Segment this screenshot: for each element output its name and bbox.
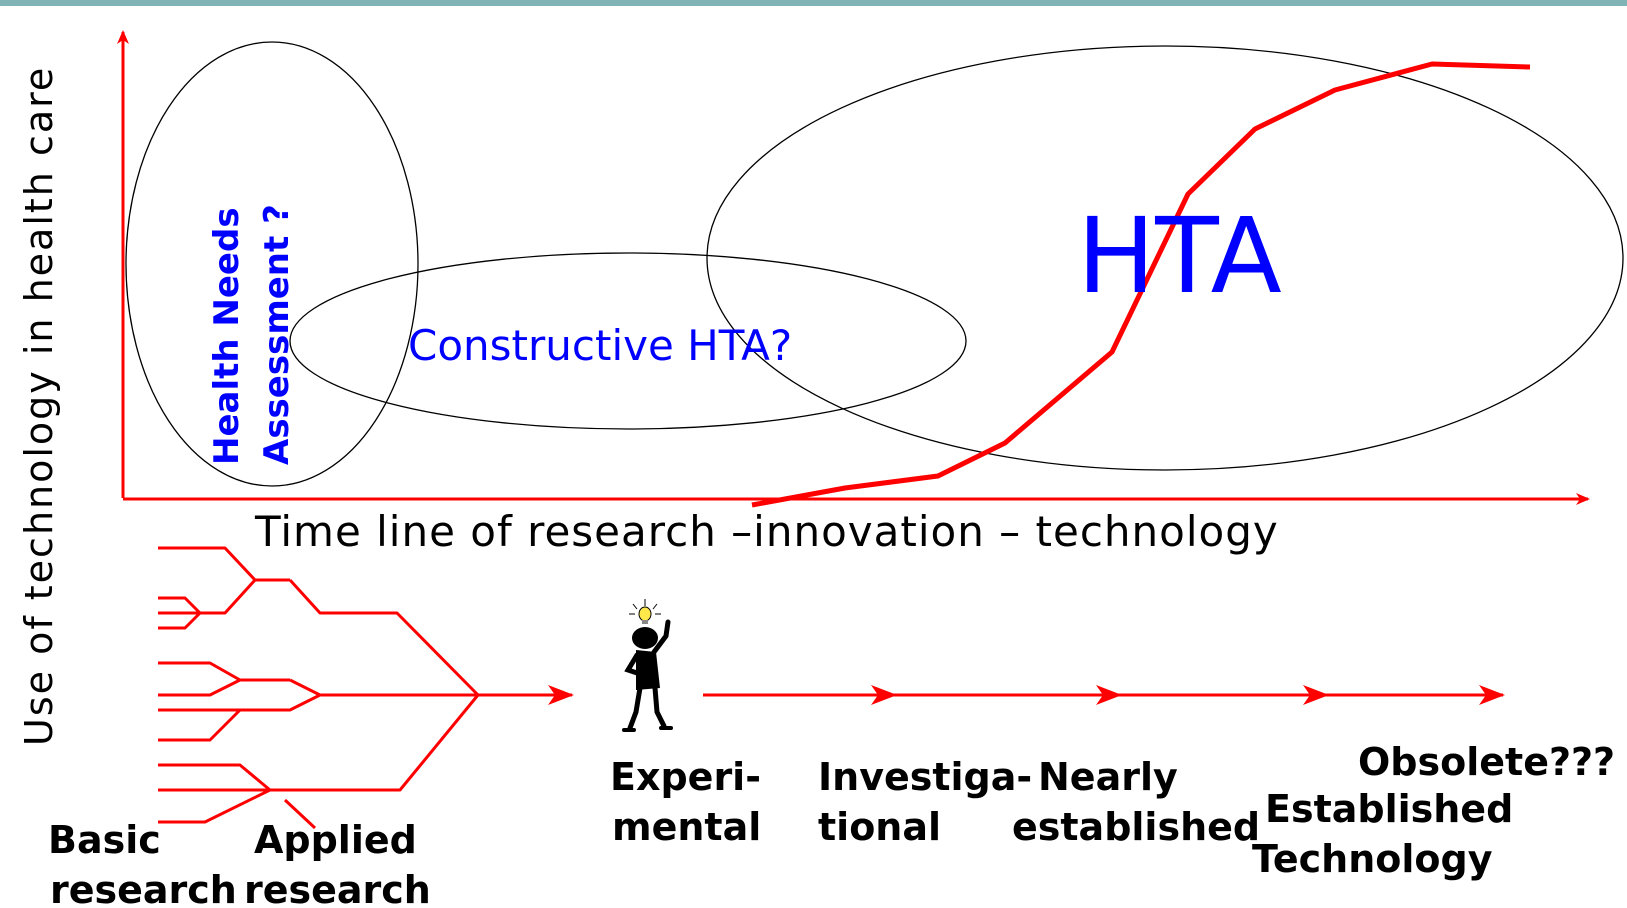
research-tree	[158, 546, 480, 830]
stage-label-obsolete: Obsolete???	[1358, 740, 1615, 784]
region-label-hna-line2: Assessment ?	[257, 204, 297, 465]
stage-label-established-1: Established	[1265, 787, 1513, 831]
stage-label-experimental-1: Experi-	[610, 755, 761, 799]
region-health-needs-ellipse	[125, 41, 419, 487]
stage-label-applied-2: research	[244, 868, 431, 908]
stage-label-applied-1: Applied	[254, 818, 417, 862]
region-hta-ellipse	[706, 45, 1624, 471]
stage-label-basic-2: research	[50, 868, 237, 908]
adoption-s-curve	[751, 61, 1531, 508]
stage-label-investigational-2: tional	[818, 805, 941, 849]
stage-label-investigational-1: Investiga-	[818, 755, 1032, 799]
stage-label-basic-1: Basic	[48, 818, 161, 862]
stage-label-established-2: Technology	[1252, 837, 1493, 881]
header-band	[0, 0, 1627, 6]
stage-label-experimental-2: mental	[612, 805, 761, 849]
region-label-chta: Constructive HTA?	[408, 321, 792, 370]
region-label-hna-line1: Health Needs	[207, 207, 247, 465]
region-constructive-hta-ellipse	[289, 252, 967, 430]
stage-label-nearly-1: Nearly	[1038, 755, 1178, 799]
thinking-person-lightbulb-icon	[622, 599, 673, 732]
region-label-hta: HTA	[1077, 195, 1282, 317]
x-axis-label: Time line of research –innovation – tech…	[254, 507, 1279, 556]
y-axis-label: Use of technology in health care	[17, 66, 61, 746]
stage-label-nearly-2: established	[1012, 805, 1260, 849]
